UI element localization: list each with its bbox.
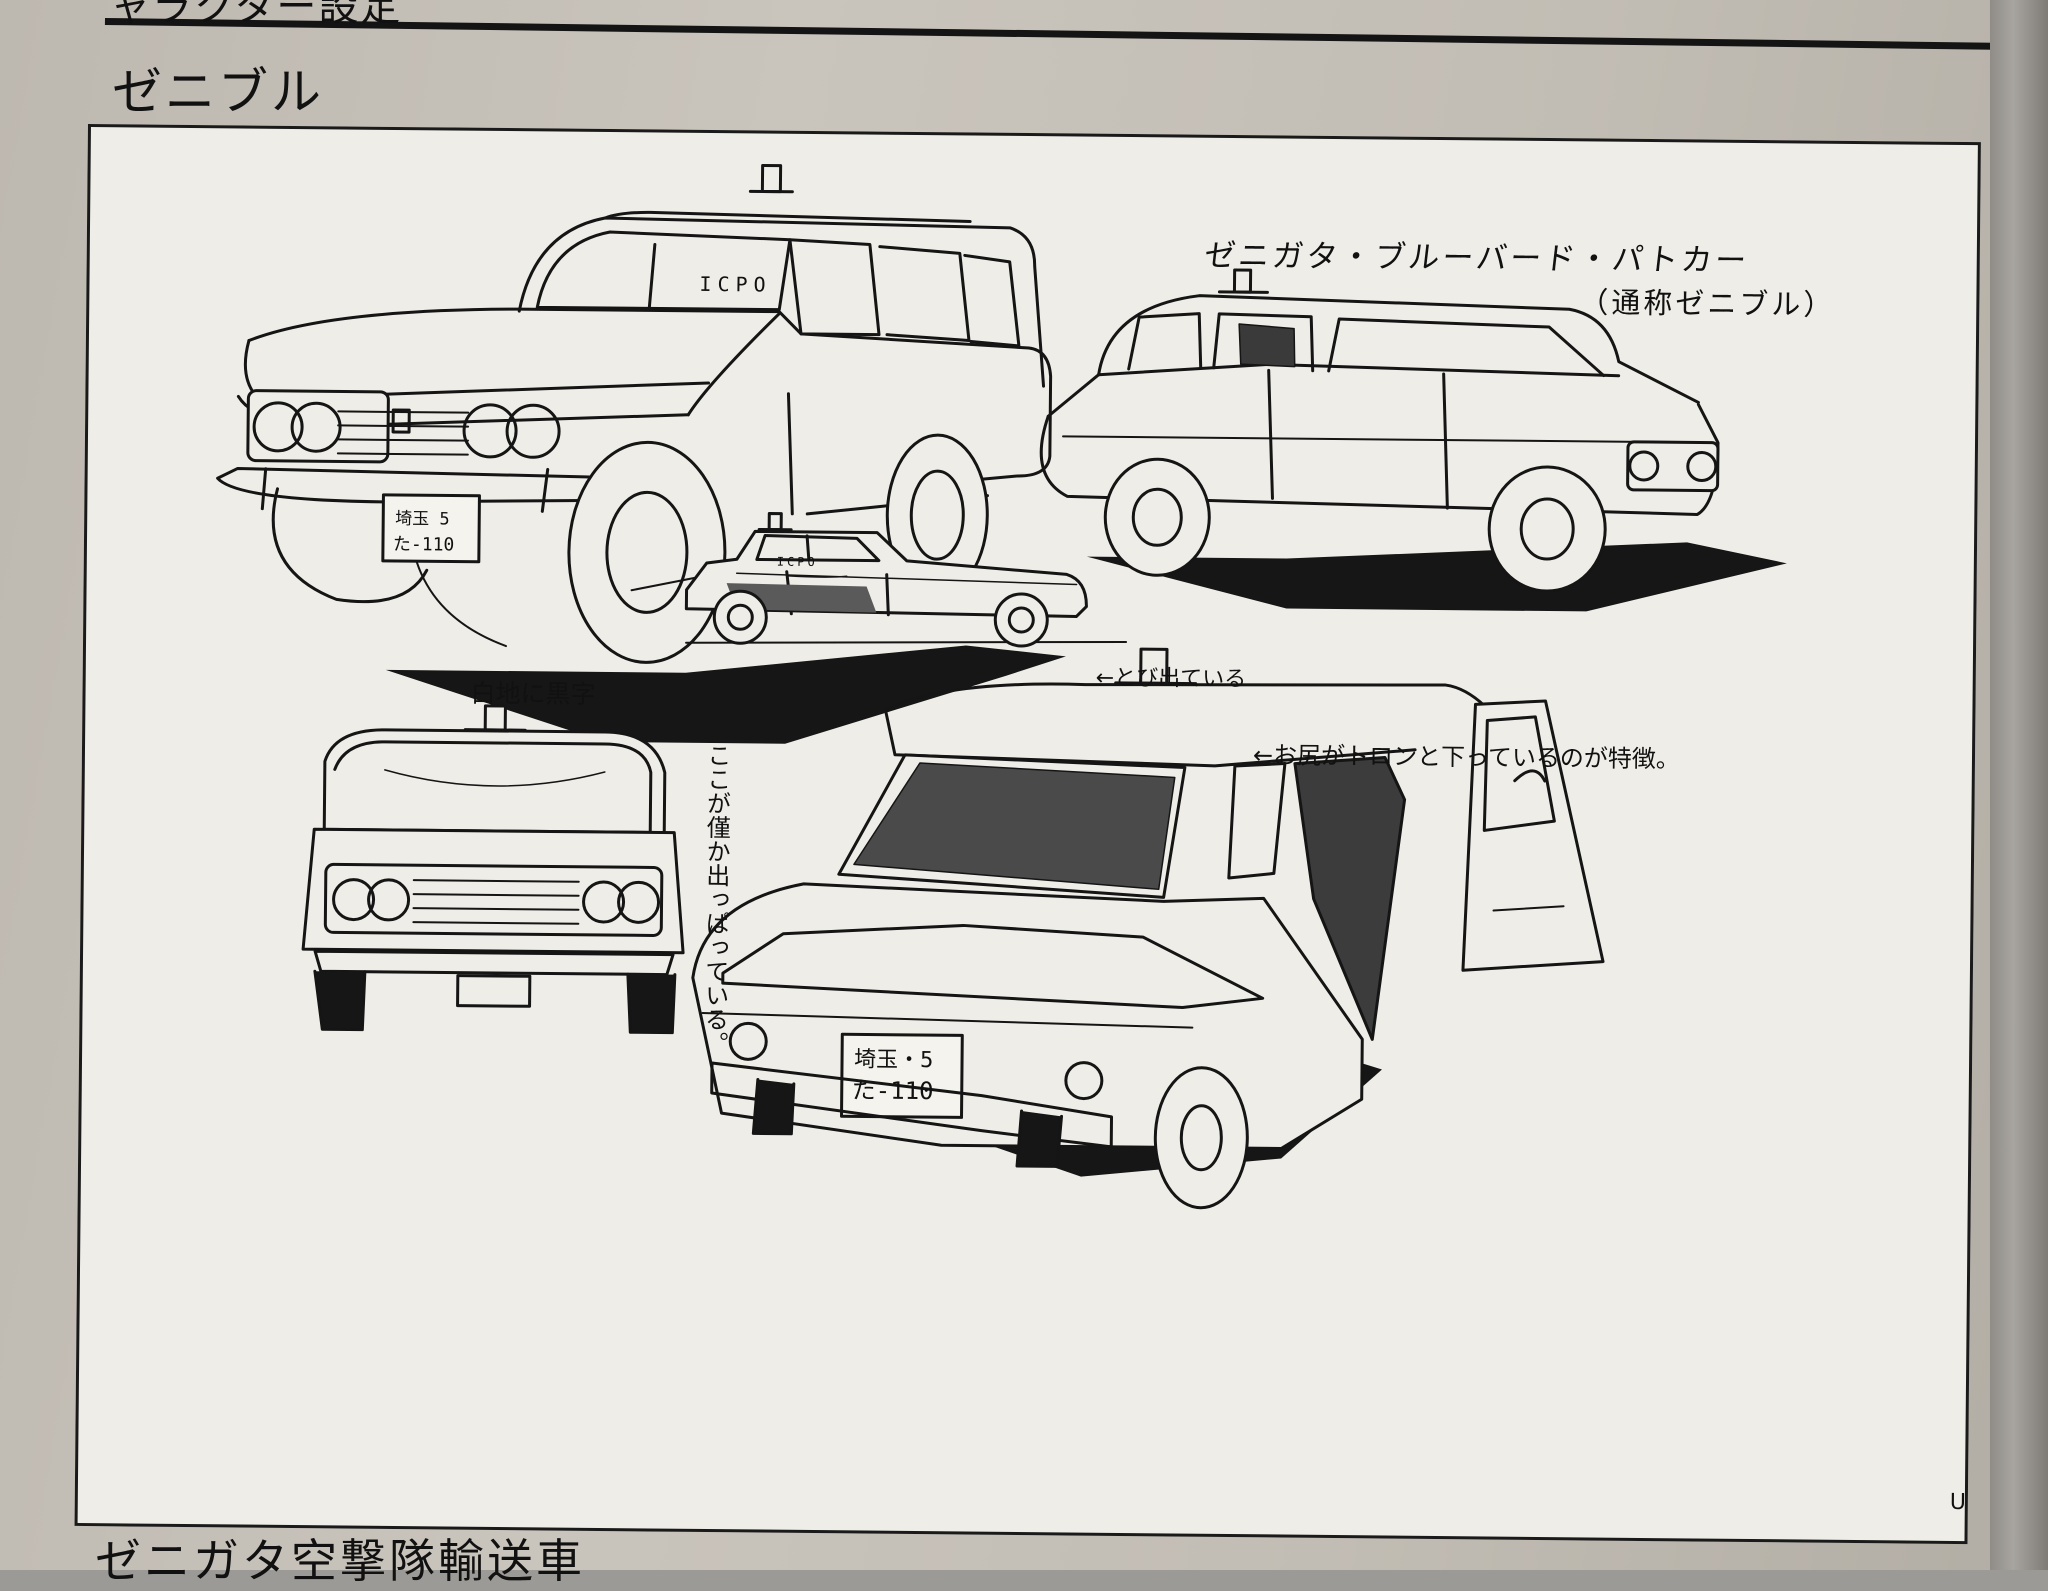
page-edge-shadow [1990,0,2048,1570]
note-protrusion: ここが僅か出っぱっている。 [700,742,732,1056]
door-lettering-small: ICPO [777,555,818,569]
rear-plate-line2: た-110 [852,1076,934,1105]
page-mark: U [1949,1489,1967,1516]
sheet-caption-main: ゼニガタ・ブルーバード・パトカー [1202,237,1752,279]
note-beacon: ←とび出ている [1095,665,1247,693]
car-front-three-quarter-drawing [216,163,1066,744]
car-side-three-quarter-drawing [1039,268,1787,612]
section-title: ゼニブル [112,63,324,121]
door-lettering-large: ICPO [699,272,771,297]
seat-leader-line [630,576,696,592]
note-rear-sag: ←お尻がトロンと下っているのが特徴。 [1252,741,1681,774]
next-section-title: ゼニガタ空撃隊輸送車 [95,1534,585,1588]
running-head: ャラクター設定 [110,0,403,30]
sheet-caption-sub: （通称ゼニブル） [1579,285,1836,322]
car-drawings: ICPO ICPO 埼玉 5 た-110 埼玉・5 た-110 [216,163,1787,1210]
front-plate-line2: た-110 [393,534,455,556]
car-side-profile-drawing [684,512,1128,648]
car-front-view-drawing [301,704,685,1035]
note-plate-colour: 白地に黒字 [470,678,596,709]
model-sheet-frame: ICPO ICPO 埼玉 5 た-110 埼玉・5 た-110 ゼニガタ・ブルー… [74,124,1981,1545]
plate-leader-line [415,561,508,648]
front-plate-line1: 埼玉 5 [395,509,450,530]
car-rear-three-quarter-drawing [691,647,1605,1210]
rear-plate-line1: 埼玉・5 [854,1047,933,1073]
